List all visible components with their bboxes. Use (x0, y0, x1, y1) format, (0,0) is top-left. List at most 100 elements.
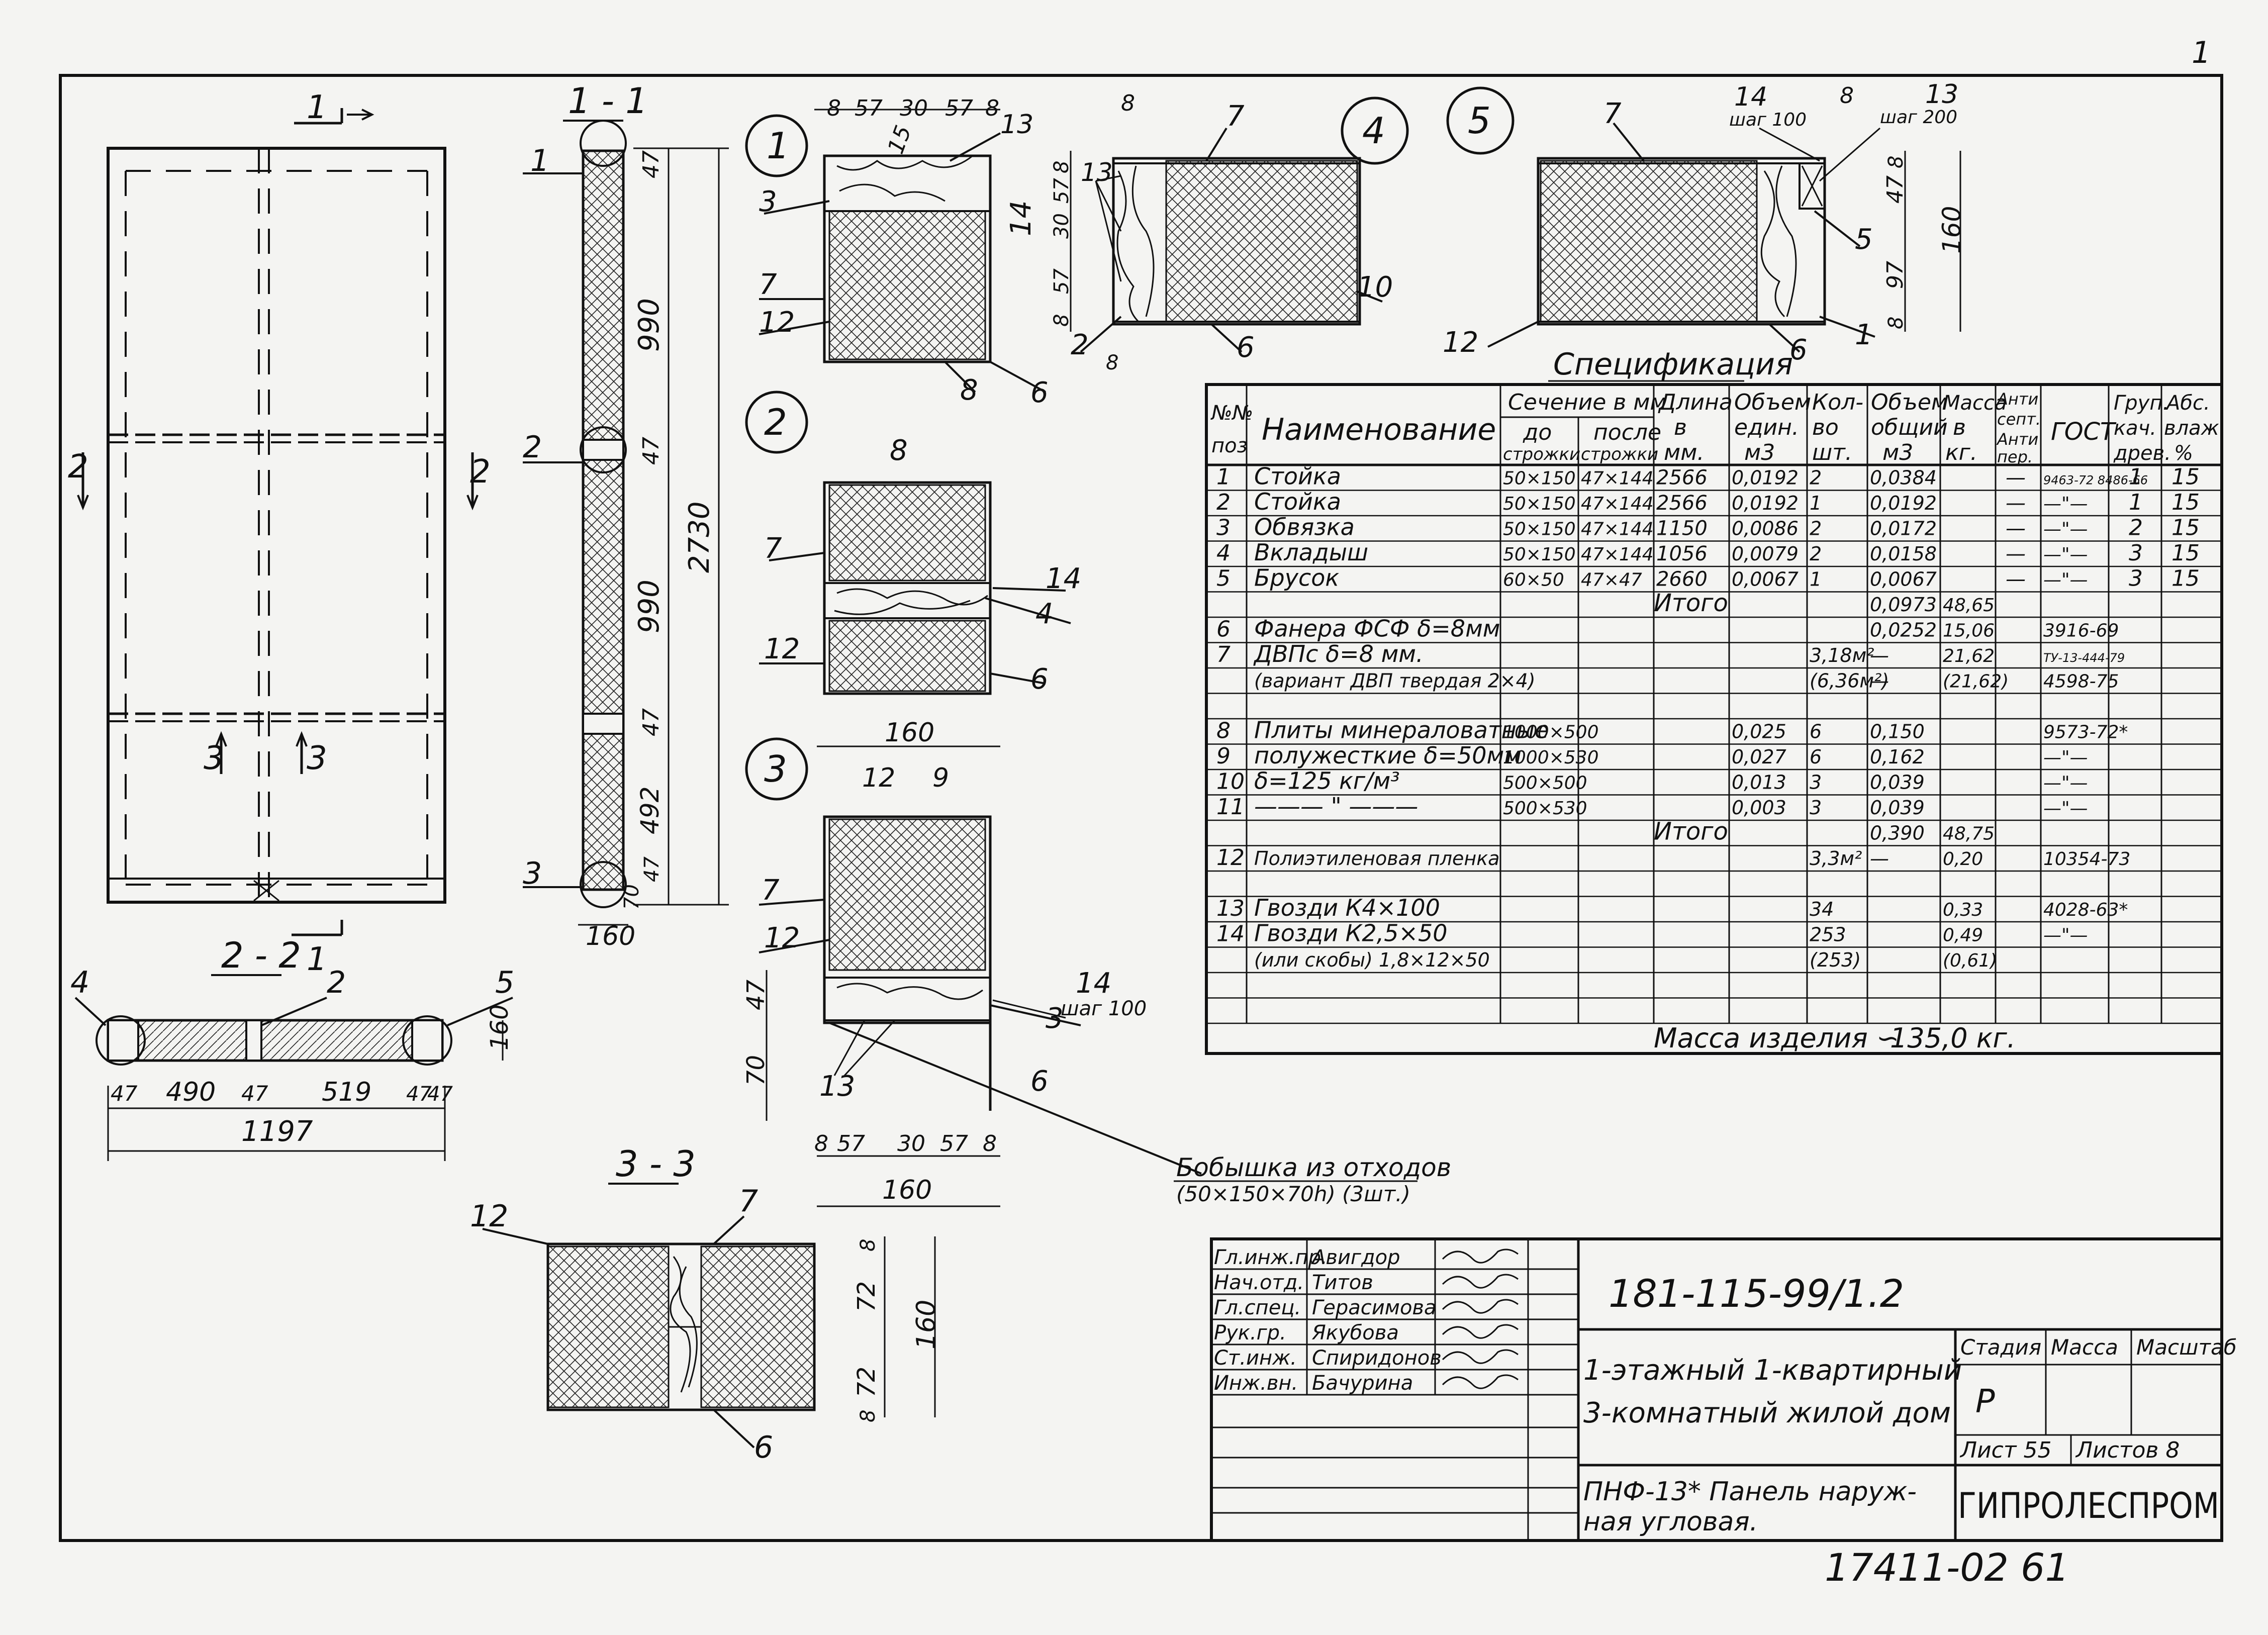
callout: 3 (523, 856, 542, 891)
callout: 12 (764, 922, 800, 954)
row-name: Гвозди К4×100 (1254, 894, 1440, 921)
callout: 2 (1071, 329, 1089, 361)
row-gost: —"— (2043, 798, 2088, 819)
row-gost: —"— (2043, 544, 2088, 565)
callout: 6 (1030, 663, 1049, 696)
row-antisept: — (2006, 517, 2026, 540)
callout: 12 (1443, 326, 1478, 359)
node-3: 3 12 9 7 12 14 шаг 100 3 13 6 47 70 8 57… (742, 737, 1451, 1207)
row-grade: 1 (2129, 490, 2143, 515)
header-volunit-3: м3 (1744, 440, 1775, 465)
callout: 7 (1603, 98, 1622, 130)
step-label: шаг 100 (1729, 110, 1807, 130)
row-pos: 3 (1216, 515, 1231, 541)
signature-mark (1442, 1374, 1519, 1389)
row-name: Вкладыш (1254, 539, 1368, 566)
dim-label: 47 (638, 437, 664, 465)
header-mass: Масса (1943, 392, 2007, 415)
header-voltotal-2: общий (1871, 415, 1948, 440)
header-gost: ГОСТ (2051, 418, 2117, 446)
row-qty: 2 (1810, 467, 1822, 489)
row-mass: (21,62) (1943, 671, 2009, 692)
project-title-line1: 1-этажный 1-квартирный (1583, 1354, 1962, 1387)
row-after: 47×144 (1581, 544, 1654, 565)
row-name: ——— " ——— (1254, 793, 1418, 820)
row-pos: 7 (1216, 642, 1231, 667)
row-name: (вариант ДВП твердая 2×4) (1254, 670, 1536, 692)
total-label: Итого (1654, 818, 1728, 846)
row-pos: 11 (1216, 794, 1245, 820)
dim-label: 57 (940, 1131, 968, 1157)
row-name: Фанера ФСФ δ=8мм (1254, 615, 1500, 642)
scale-label: Масштаб (2136, 1335, 2237, 1360)
signatory-role: Гл.инж.пр. (1214, 1246, 1328, 1269)
stage-label: Стадия (1960, 1335, 2041, 1360)
row-gost: 9573-72* (2043, 722, 2128, 743)
row-before: 500×530 (1503, 798, 1587, 819)
cut-label: 2 (470, 453, 491, 491)
row-voltotal: 0,0252 (1870, 619, 1937, 641)
note-text: (50×150×70h) (3шт.) (1176, 1182, 1410, 1206)
header-grade: Груп. (2114, 392, 2169, 415)
row-qty: 6 (1810, 746, 1822, 768)
dim-label: 160 (882, 1175, 932, 1205)
callout: 10 (1357, 271, 1393, 304)
stage-value: Р (1975, 1383, 1995, 1420)
dim-label: 519 (322, 1077, 371, 1107)
row-name: Полиэтиленовая пленка (1254, 847, 1499, 870)
row-qty: (6,36м²) (1810, 670, 1889, 692)
header-qty-3: шт. (1812, 440, 1852, 465)
dim-label: 57 (1050, 268, 1073, 294)
spec-title: Спецификация (1553, 347, 1793, 382)
header-mass-3: кг. (1945, 440, 1977, 465)
callout: 7 (759, 268, 777, 301)
row-before: 50×150 (1503, 544, 1576, 565)
row-pos: 12 (1216, 845, 1245, 871)
row-qty: (253) (1810, 949, 1861, 971)
header-mass-2: в (1953, 415, 1966, 440)
row-volunit: 0,027 (1732, 746, 1786, 768)
signature-mark (1442, 1349, 1519, 1364)
signature-mark (1442, 1274, 1519, 1289)
row-voltotal: — (1870, 644, 1889, 666)
sheet-number: Лист 55 (1959, 1437, 2051, 1463)
row-grade: 2 (2129, 515, 2143, 541)
row-pos: 10 (1216, 769, 1245, 795)
row-gost: 4598-75 (2043, 671, 2119, 692)
callout: 7 (762, 874, 780, 907)
row-grade: 3 (2129, 540, 2143, 566)
dim-label: 70 (620, 884, 643, 910)
item-title-line1: ПНФ-13* Панель наруж- (1583, 1477, 1917, 1507)
cut-label: 3 (204, 740, 224, 777)
callout: 13 (1000, 110, 1033, 140)
mass-label: Масса изделия ∽ (1654, 1022, 1899, 1054)
cut-label: 1 (307, 941, 327, 978)
row-before: 50×150 (1503, 494, 1576, 514)
row-volunit: 0,0086 (1732, 518, 1799, 540)
signatory-name: Герасимова (1312, 1296, 1437, 1319)
row-name: Плиты минераловатные (1254, 717, 1549, 744)
row-volunit: 0,0079 (1732, 543, 1799, 565)
row-antisept: — (2006, 492, 2026, 515)
row-gost: —"— (2043, 747, 2088, 768)
row-mass: 0,49 (1943, 925, 1983, 946)
dim-label: 8 (857, 1239, 880, 1252)
signatory-role: Рук.гр. (1214, 1321, 1286, 1344)
node-1: 1 8 57 30 57 8 13 15 3 7 12 14 8 6 (745, 95, 1049, 409)
callout: 7 (739, 1184, 758, 1219)
row-length: 1150 (1656, 517, 1708, 540)
row-voltotal: 0,0158 (1870, 543, 1937, 565)
total-label: Итого (1654, 589, 1728, 617)
callout: 14 (1005, 201, 1037, 236)
header-qty: Кол- (1812, 390, 1863, 415)
row-before: 1000×500 (1503, 722, 1599, 743)
row-name: Брусок (1254, 564, 1339, 592)
dim-total: 1197 (241, 1115, 313, 1148)
row-voltotal: — (1870, 670, 1889, 692)
header-grade-2: кач. (2114, 417, 2156, 440)
callout: 5 (495, 965, 514, 1000)
header-volunit-2: един. (1734, 415, 1799, 440)
row-qty: 1 (1810, 568, 1822, 591)
row-mass: 0,20 (1943, 849, 1983, 870)
row-voltotal: 0,0192 (1870, 492, 1937, 514)
